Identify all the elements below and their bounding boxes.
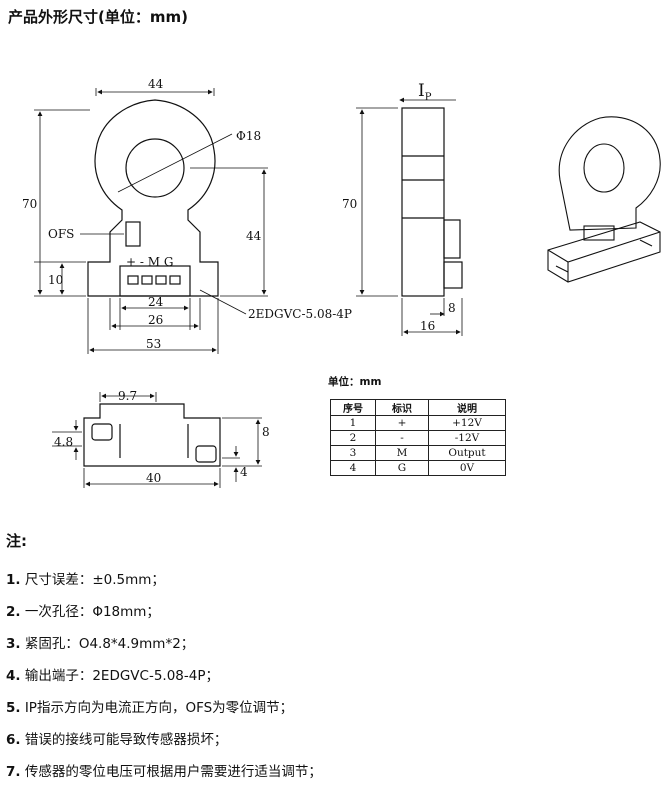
dim-44-hole-height: 44 xyxy=(246,229,262,243)
note-item: 6. 错误的接线可能导致传感器损坏； xyxy=(6,732,228,748)
cell: 2 xyxy=(330,430,376,446)
dim-70-front: 70 xyxy=(22,197,37,211)
cell: + xyxy=(375,415,429,431)
cell: -12V xyxy=(428,430,506,446)
dim-26: 26 xyxy=(148,313,163,327)
cell: 1 xyxy=(330,415,376,431)
cell: Output xyxy=(428,445,506,461)
bottom-view xyxy=(83,403,221,467)
dim-70-side: 70 xyxy=(342,197,357,211)
note-item: 7. 传感器的零位电压可根据用户需要进行适当调节； xyxy=(6,764,322,780)
col-header-mark: 标识 xyxy=(375,399,429,416)
side-view xyxy=(401,107,463,297)
cell: 4 xyxy=(330,460,376,476)
notes-title: 注: xyxy=(6,532,27,550)
isometric-view xyxy=(547,116,661,283)
note-item: 5. IP指示方向为电流正方向，OFS为零位调节； xyxy=(6,700,294,716)
primary-hole xyxy=(125,138,185,198)
pin-table: 序号 标识 说明 1 + +12V 2 - -12V 3 M Output 4 … xyxy=(330,399,506,476)
connector-block xyxy=(119,265,191,297)
ofs-potentiometer xyxy=(125,221,141,247)
dim-16-side: 16 xyxy=(420,319,435,333)
dim-24: 24 xyxy=(148,295,164,309)
dim-44-top: 44 xyxy=(148,77,164,91)
dim-4-bottom: 4 xyxy=(240,465,248,479)
cell: M xyxy=(375,445,429,461)
dim-4.8: 4.8 xyxy=(54,435,73,449)
dim-10-base: 10 xyxy=(48,273,63,287)
table-row: 4 G 0V xyxy=(330,460,506,476)
front-body-outline xyxy=(87,99,219,297)
dim-8-side: 8 xyxy=(448,301,456,315)
dim-40: 40 xyxy=(146,471,161,485)
col-header-desc: 说明 xyxy=(428,399,506,416)
pin-labels: + - M G xyxy=(126,255,173,269)
col-header-index: 序号 xyxy=(330,399,376,416)
page-title: 产品外形尺寸(单位：mm) xyxy=(8,8,188,26)
table-header-row: 序号 标识 说明 xyxy=(330,399,506,416)
ofs-label: OFS xyxy=(48,227,74,241)
table-row: 1 + +12V xyxy=(330,415,506,431)
table-row: 2 - -12V xyxy=(330,430,506,446)
table-unit-label: 单位：mm xyxy=(328,376,382,388)
current-direction-label: IP xyxy=(418,81,432,103)
note-item: 3. 紧固孔：O4.8*4.9mm*2； xyxy=(6,636,195,652)
cell: +12V xyxy=(428,415,506,431)
dim-53: 53 xyxy=(146,337,161,351)
cell: 0V xyxy=(428,460,506,476)
cell: G xyxy=(375,460,429,476)
connector-model-label: 2EDGVC-5.08-4P xyxy=(248,307,352,321)
note-item: 2. 一次孔径：Φ18mm； xyxy=(6,604,160,620)
dim-9.7: 9.7 xyxy=(118,389,137,403)
dim-8-bottom: 8 xyxy=(262,425,270,439)
front-view xyxy=(87,99,219,297)
dim-hole-diameter: Φ18 xyxy=(236,129,261,143)
note-item: 4. 输出端子：2EDGVC-5.08-4P； xyxy=(6,668,219,684)
table-row: 3 M Output xyxy=(330,445,506,461)
cell: - xyxy=(375,430,429,446)
cell: 3 xyxy=(330,445,376,461)
note-item: 1. 尺寸误差：±0.5mm； xyxy=(6,572,165,588)
